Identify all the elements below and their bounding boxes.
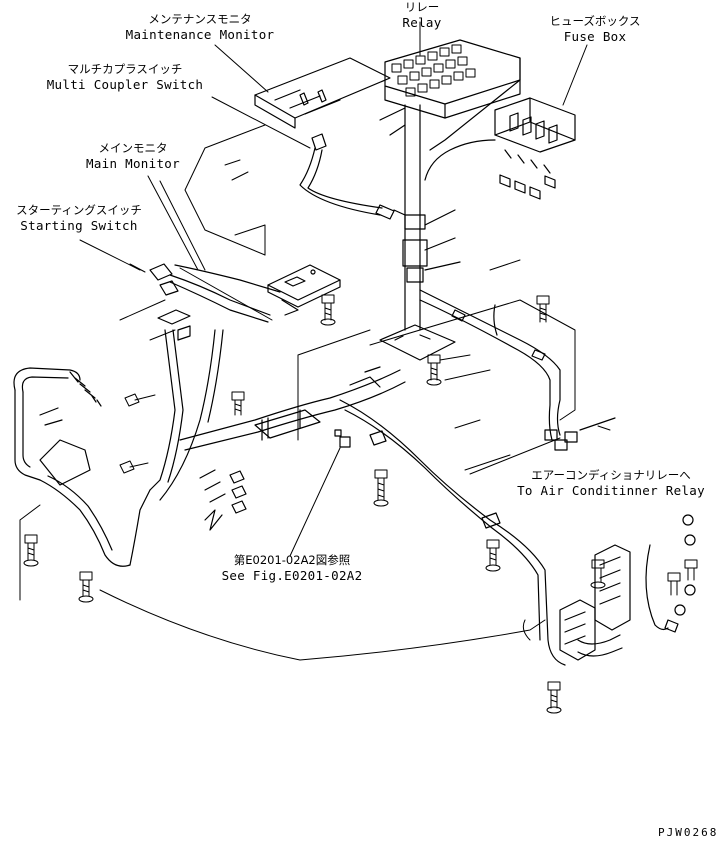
label-relay-en: Relay	[402, 15, 442, 30]
center-harness	[179, 366, 566, 666]
right-connectors	[559, 514, 696, 661]
label-air-conditioner-relay-jp: エアーコンディショナリレーへ	[531, 468, 691, 482]
left-harness	[13, 329, 224, 567]
label-relay: リレー Relay	[396, 0, 448, 30]
label-fuse-box-en: Fuse Box	[563, 29, 627, 44]
label-maintenance-monitor-jp: メンテナンスモニタ	[148, 12, 252, 26]
label-main-monitor-en: Main Monitor	[86, 156, 180, 171]
leader-lines	[79, 21, 611, 557]
bolt	[78, 571, 94, 603]
label-starting-switch-en: Starting Switch	[20, 218, 138, 233]
label-multi-coupler-switch: マルチカプラスイッチ Multi Coupler Switch	[36, 62, 214, 92]
bolt	[119, 460, 149, 474]
cab-outline	[19, 124, 576, 661]
label-multi-coupler-switch-jp: マルチカプラスイッチ	[67, 62, 183, 76]
label-starting-switch: スターティングスイッチ Starting Switch	[6, 203, 152, 233]
multi-coupler-harness	[299, 133, 383, 216]
label-fuse-box: ヒューズボックス Fuse Box	[545, 14, 645, 44]
main-harness	[375, 104, 616, 451]
label-maintenance-monitor: メンテナンスモニタ Maintenance Monitor	[118, 12, 282, 42]
bolt	[546, 681, 562, 714]
label-main-monitor: メインモニタ Main Monitor	[80, 141, 186, 171]
label-fuse-box-jp: ヒューズボックス	[549, 14, 641, 28]
drawing-code: PJW0268	[658, 826, 719, 839]
label-maintenance-monitor-en: Maintenance Monitor	[125, 27, 275, 42]
bolt	[485, 539, 501, 572]
label-see-fig-en: See Fig.E0201-02A2	[221, 568, 363, 583]
main-monitor-plate	[267, 264, 341, 316]
bolt	[231, 391, 245, 416]
label-air-conditioner-relay-en: To Air Conditinner Relay	[517, 483, 705, 498]
bolt	[684, 559, 698, 581]
label-see-fig-jp: 第E0201-02A2図参照	[233, 553, 351, 567]
bolt	[124, 393, 156, 407]
starting-switch	[149, 263, 281, 341]
bolt	[426, 354, 442, 386]
label-main-monitor-jp: メインモニタ	[98, 141, 168, 155]
bolts	[23, 294, 698, 714]
bolt	[373, 469, 389, 507]
bolt	[320, 294, 336, 326]
bolt	[23, 534, 39, 567]
maintenance-monitor-panel	[254, 57, 391, 129]
label-see-fig: 第E0201-02A2図参照 See Fig.E0201-02A2	[212, 553, 372, 583]
bolt	[536, 295, 550, 323]
clips	[334, 429, 351, 448]
label-multi-coupler-switch-en: Multi Coupler Switch	[46, 77, 204, 92]
label-relay-jp: リレー	[404, 0, 440, 14]
fuse-box	[424, 97, 576, 200]
label-air-conditioner-relay: エアーコンディショナリレーへ To Air Conditinner Relay	[505, 468, 717, 498]
relay-box	[384, 39, 521, 151]
bolt	[667, 572, 681, 596]
label-starting-switch-jp: スターティングスイッチ	[16, 203, 142, 217]
